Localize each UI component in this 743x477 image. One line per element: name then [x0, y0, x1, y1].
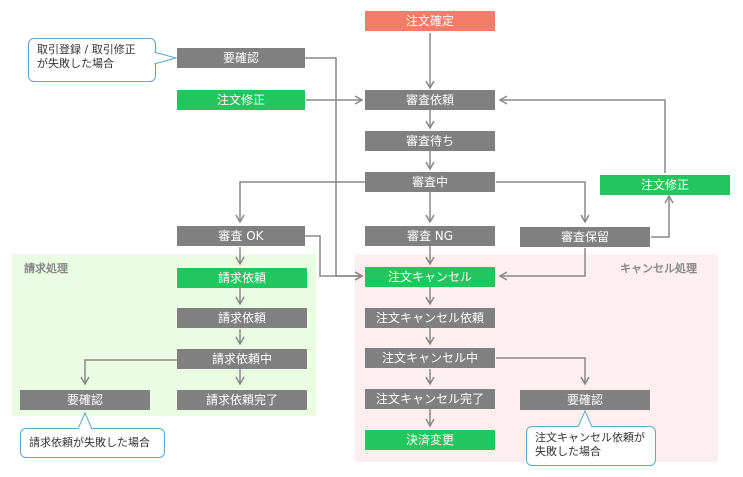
node-review-ok: 審査 OK — [177, 226, 305, 246]
node-needs-check-cancel: 要確認 — [520, 390, 650, 410]
node-billing-done: 請求依頼完了 — [177, 390, 307, 410]
node-review-request: 審査依頼 — [365, 90, 495, 110]
node-reviewing: 審査中 — [365, 172, 495, 192]
billing-zone-label: 請求処理 — [24, 262, 68, 275]
node-order-confirm: 注文確定 — [365, 11, 495, 31]
callout-cancel: 注文キャンセル依頼が 失敗した場合 — [526, 426, 656, 466]
node-order-fix-right: 注文修正 — [600, 175, 730, 195]
node-order-fix-left: 注文修正 — [177, 90, 305, 110]
node-cancel-in-progress: 注文キャンセル中 — [365, 348, 495, 368]
node-review-ng: 審査 NG — [365, 226, 495, 246]
callout-top: 取引登録 / 取引修正 が失敗した場合 — [28, 38, 156, 82]
node-billing-request: 請求依頼 — [177, 308, 307, 328]
callout-billing: 請求依頼が失敗した場合 — [20, 428, 165, 458]
node-order-cancel: 注文キャンセル — [365, 267, 495, 287]
node-cancel-done: 注文キャンセル完了 — [365, 389, 495, 409]
node-billing-in-progress: 請求依頼中 — [177, 349, 307, 369]
node-billing-request-green: 請求依頼 — [177, 268, 307, 288]
node-needs-check-top: 要確認 — [177, 48, 305, 68]
cancel-zone-label: キャンセル処理 — [620, 262, 697, 275]
node-payment-change: 決済変更 — [365, 430, 495, 450]
node-cancel-request: 注文キャンセル依頼 — [365, 308, 495, 328]
node-review-hold: 審査保留 — [520, 227, 650, 247]
node-needs-check-billing: 要確認 — [20, 390, 150, 410]
node-review-wait: 審査待ち — [365, 131, 495, 151]
